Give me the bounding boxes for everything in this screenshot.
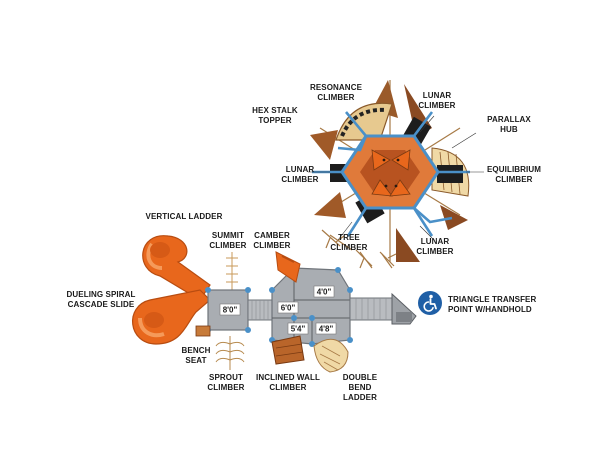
label-vertical-ladder: VERTICAL LADDER	[145, 212, 223, 221]
label-parallax-hub: PARALLAX HUB	[487, 115, 531, 134]
summit-climber	[226, 252, 238, 290]
label-double-bend-ladder: DOUBLE BEND LADDER	[342, 373, 378, 402]
deck-height-6-0: 6'0"	[281, 304, 296, 313]
central-panels	[371, 149, 411, 197]
label-equilibrium-climber: EQUILIBRIUM CLIMBER	[487, 165, 541, 184]
label-sprout-climber: SPROUT CLIMBER	[207, 373, 245, 392]
resonance-climber-arch	[335, 102, 393, 141]
wheelchair-accessibility-icon	[418, 291, 442, 315]
camber-climber	[275, 251, 301, 283]
label-camber-climber: CAMBER CLIMBER	[253, 231, 291, 250]
deck-run: 8'0" 6'0" 4'0" 5'4" 4'8"	[205, 265, 417, 347]
leader-lines	[308, 115, 484, 241]
label-bench-seat: BENCH SEAT	[181, 346, 211, 365]
label-summit-climber: SUMMIT CLIMBER	[209, 231, 247, 250]
label-lunar-climber-left: LUNAR CLIMBER	[281, 165, 319, 184]
hex-tower-structure	[310, 80, 470, 269]
label-inclined-wall-climber: INCLINED WALL CLIMBER	[256, 373, 320, 392]
deck-height-5-4: 5'4"	[291, 325, 306, 334]
label-lunar-climber-bottom: LUNAR CLIMBER	[416, 237, 454, 256]
sprout-climber	[215, 336, 245, 370]
bench-seat	[195, 325, 211, 337]
double-bend-ladder	[313, 338, 349, 373]
dueling-spiral-slides	[132, 235, 211, 345]
lunar-climber-panels	[310, 80, 468, 262]
label-tree-climber: TREE CLIMBER	[330, 233, 368, 252]
label-dueling-spiral-cascade-slide: DUELING SPIRAL CASCADE SLIDE	[66, 290, 136, 309]
label-lunar-climber-top: LUNAR CLIMBER	[418, 91, 456, 110]
deck-height-labels: 8'0" 6'0" 4'0" 5'4" 4'8"	[219, 285, 337, 335]
label-hex-stalk-topper: HEX STALK TOPPER	[252, 106, 298, 125]
deck-height-4-0: 4'0"	[317, 288, 332, 297]
deck-posts	[205, 265, 353, 347]
tree-climber-branches	[321, 229, 397, 269]
blue-frame-posts	[312, 111, 470, 237]
deck-height-8-0: 8'0"	[223, 306, 238, 315]
deck-height-4-8: 4'8"	[319, 325, 334, 334]
label-triangle-transfer-point: TRIANGLE TRANSFER POINT W/HANDHOLD	[448, 295, 537, 314]
label-resonance-climber: RESONANCE CLIMBER	[309, 83, 363, 102]
inclined-wall-climber	[271, 335, 305, 365]
